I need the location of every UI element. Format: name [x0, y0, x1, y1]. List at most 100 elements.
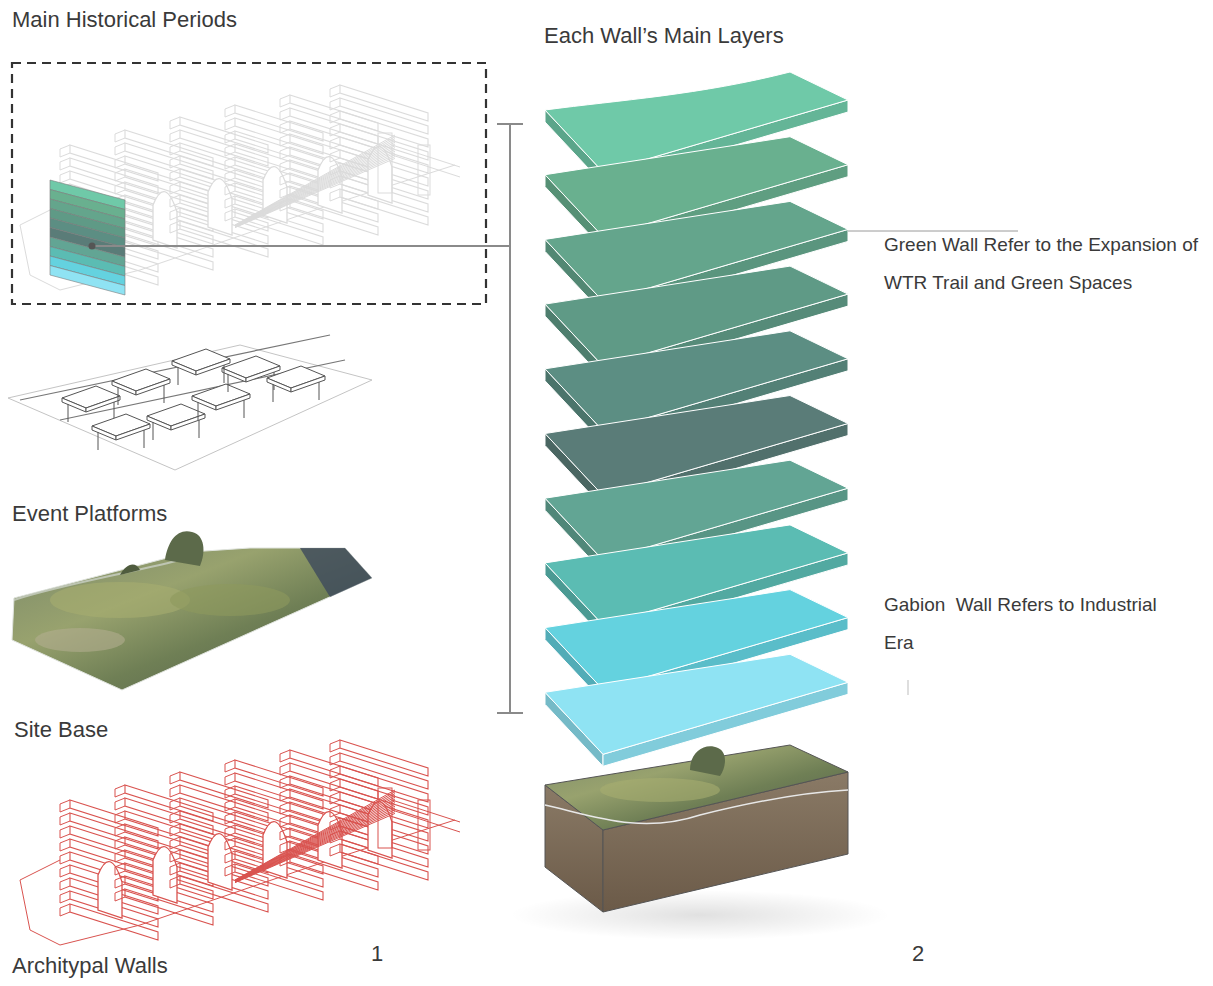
ramp-line — [235, 812, 395, 883]
plank-end — [225, 864, 235, 876]
plank-end — [225, 157, 235, 169]
plank-end — [60, 171, 70, 183]
ramp-line — [235, 794, 395, 881]
plank-end — [225, 786, 235, 798]
platform-edge — [192, 396, 216, 410]
ramp-line — [235, 140, 395, 225]
plank-end — [280, 134, 290, 146]
ramp-line — [235, 810, 395, 882]
bracket-tick — [497, 123, 523, 125]
wall-arch — [98, 862, 122, 918]
plank-end — [60, 904, 70, 916]
plank-end — [115, 889, 125, 901]
panel-title: Each Wall’s Main Layers — [544, 22, 864, 50]
focus-frame — [12, 63, 486, 304]
platform-leg — [153, 422, 154, 440]
plank-end — [60, 839, 70, 851]
plank-end — [115, 130, 125, 142]
plank-end — [225, 773, 235, 785]
plank-end — [330, 753, 340, 765]
wall-layer — [50, 266, 125, 296]
ramp-line — [235, 158, 395, 227]
plank-end — [170, 876, 180, 888]
plank-end — [225, 118, 235, 130]
pier-beam — [392, 145, 460, 167]
wall-arch — [263, 822, 287, 878]
plank-end — [115, 850, 125, 862]
plank-end — [115, 785, 125, 797]
ramp-line — [235, 804, 395, 881]
ramp-line — [235, 137, 395, 225]
plank-end — [330, 124, 340, 136]
platform-edge — [196, 359, 230, 375]
plank-end — [330, 740, 340, 752]
platform-leg — [244, 400, 245, 418]
plank-end — [225, 144, 235, 156]
bracket — [509, 124, 511, 713]
plank-end — [280, 763, 290, 775]
platform-edge — [112, 381, 136, 395]
highlighted-wall — [50, 180, 125, 295]
plank-end — [225, 131, 235, 143]
plank-end — [225, 196, 235, 208]
plank-end — [330, 150, 340, 162]
panel-title: Architypal Walls — [12, 952, 312, 980]
plank-end — [170, 863, 180, 875]
platform-leg — [114, 402, 115, 420]
wall-arch — [263, 167, 287, 223]
plank-end — [170, 798, 180, 810]
platform-leg — [164, 385, 165, 403]
layer-slabs — [545, 72, 848, 766]
plank-end — [170, 850, 180, 862]
plank-end — [330, 792, 340, 804]
pier — [418, 145, 430, 195]
wall-arch — [153, 192, 177, 248]
plank-end — [330, 85, 340, 97]
plank-end — [115, 837, 125, 849]
plank-end — [60, 865, 70, 877]
layer-note: Green Wall Refer to the Expansion of WTR… — [884, 226, 1209, 302]
platform-leg — [228, 374, 229, 392]
event-platforms — [8, 335, 372, 470]
faded-walls — [20, 85, 460, 290]
ramp-line — [235, 799, 395, 881]
plank-end — [60, 158, 70, 170]
leader-line — [848, 231, 1018, 232]
ramp-line — [235, 795, 395, 880]
platform-edge — [291, 376, 325, 392]
ramp-line — [235, 813, 395, 882]
platform-leg — [199, 420, 200, 438]
pier — [378, 133, 392, 193]
plank-end — [170, 169, 180, 181]
ground-outline — [8, 345, 372, 470]
platform-leg — [178, 367, 179, 385]
pier — [378, 788, 392, 848]
plank-end — [115, 156, 125, 168]
plank-end — [330, 766, 340, 778]
panel-title: Event Platforms — [12, 500, 312, 528]
platform-leg — [144, 430, 145, 448]
plank-end — [115, 169, 125, 181]
plank-end — [330, 111, 340, 123]
plank-end — [280, 776, 290, 788]
plank-end — [280, 828, 290, 840]
ramp-line — [235, 801, 395, 881]
plank-end — [170, 811, 180, 823]
plank-end — [280, 815, 290, 827]
plank-end — [225, 812, 235, 824]
plank-end — [225, 105, 235, 117]
plank-end — [330, 137, 340, 149]
plank-end — [280, 108, 290, 120]
platform-edge — [172, 361, 196, 375]
platform-edge — [171, 414, 205, 430]
plank-end — [170, 824, 180, 836]
plank-end — [60, 878, 70, 890]
leader-dot — [89, 243, 96, 250]
plank-end — [115, 863, 125, 875]
plank-end — [115, 824, 125, 836]
plank-end — [280, 95, 290, 107]
ramp-line — [235, 155, 395, 227]
ramp-line — [235, 148, 395, 227]
plank-end — [225, 851, 235, 863]
